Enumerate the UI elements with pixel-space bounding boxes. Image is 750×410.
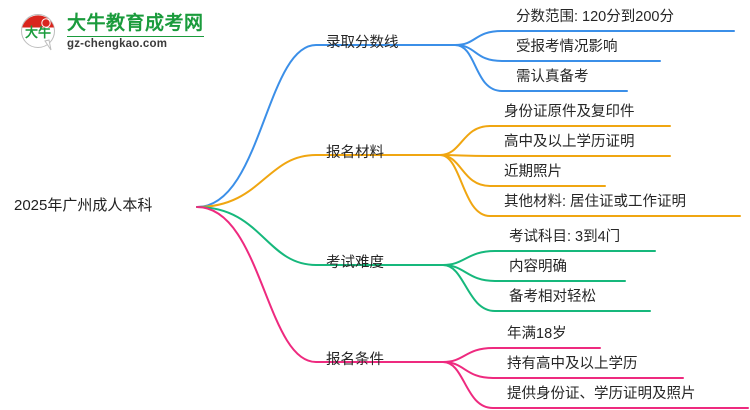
connector-path: [196, 206, 444, 363]
connector-path: [442, 250, 656, 266]
mindmap-branch-4[interactable]: 报名条件: [326, 352, 384, 368]
connector-path: [454, 30, 735, 46]
logo-title: 大牛教育成考网: [67, 12, 204, 34]
daniu-circle-logo-icon: 大牛: [18, 11, 60, 53]
mindmap-root-node[interactable]: 2025年广州成人本科: [14, 197, 153, 214]
connector-path: [196, 44, 456, 208]
mindmap-leaf-4-2[interactable]: 持有高中及以上学历: [507, 356, 638, 372]
mindmap-leaf-2-1[interactable]: 身份证原件及复印件: [504, 104, 635, 120]
connector-path: [196, 154, 441, 208]
mindmap-leaf-4-3[interactable]: 提供身份证、学历证明及照片: [507, 386, 696, 402]
mindmap-branch-3[interactable]: 考试难度: [326, 255, 384, 271]
mindmap-leaf-2-4[interactable]: 其他材料: 居住证或工作证明: [504, 194, 687, 210]
site-logo[interactable]: 大牛 大牛教育成考网 gz-chengkao.com: [18, 8, 204, 56]
mindmap-leaf-2-2[interactable]: 高中及以上学历证明: [504, 134, 635, 150]
mindmap-leaf-3-2[interactable]: 内容明确: [509, 259, 567, 275]
mindmap-leaf-1-1[interactable]: 分数范围: 120分到200分: [516, 9, 674, 25]
mindmap-branch-2[interactable]: 报名材料: [326, 145, 384, 161]
mindmap-leaf-4-1[interactable]: 年满18岁: [507, 326, 567, 342]
mindmap-leaf-3-3[interactable]: 备考相对轻松: [509, 289, 596, 305]
mindmap-leaf-1-3[interactable]: 需认真备考: [516, 69, 589, 85]
connector-path: [442, 361, 749, 409]
mindmap-leaf-2-3[interactable]: 近期照片: [504, 164, 562, 180]
connector-path: [439, 154, 741, 217]
connector-path: [442, 264, 651, 312]
mindmap-leaf-3-1[interactable]: 考试科目: 3到4门: [509, 229, 621, 245]
logo-subtitle: gz-chengkao.com: [67, 37, 168, 50]
connector-path: [196, 206, 444, 266]
logo-divider: [67, 35, 204, 37]
svg-text:大牛: 大牛: [25, 25, 51, 40]
mindmap-branch-1[interactable]: 录取分数线: [326, 35, 399, 51]
mindmap-leaf-1-2[interactable]: 受报考情况影响: [516, 39, 618, 55]
connector-path: [439, 154, 671, 157]
connector-path: [439, 125, 671, 156]
connector-path: [454, 44, 628, 92]
